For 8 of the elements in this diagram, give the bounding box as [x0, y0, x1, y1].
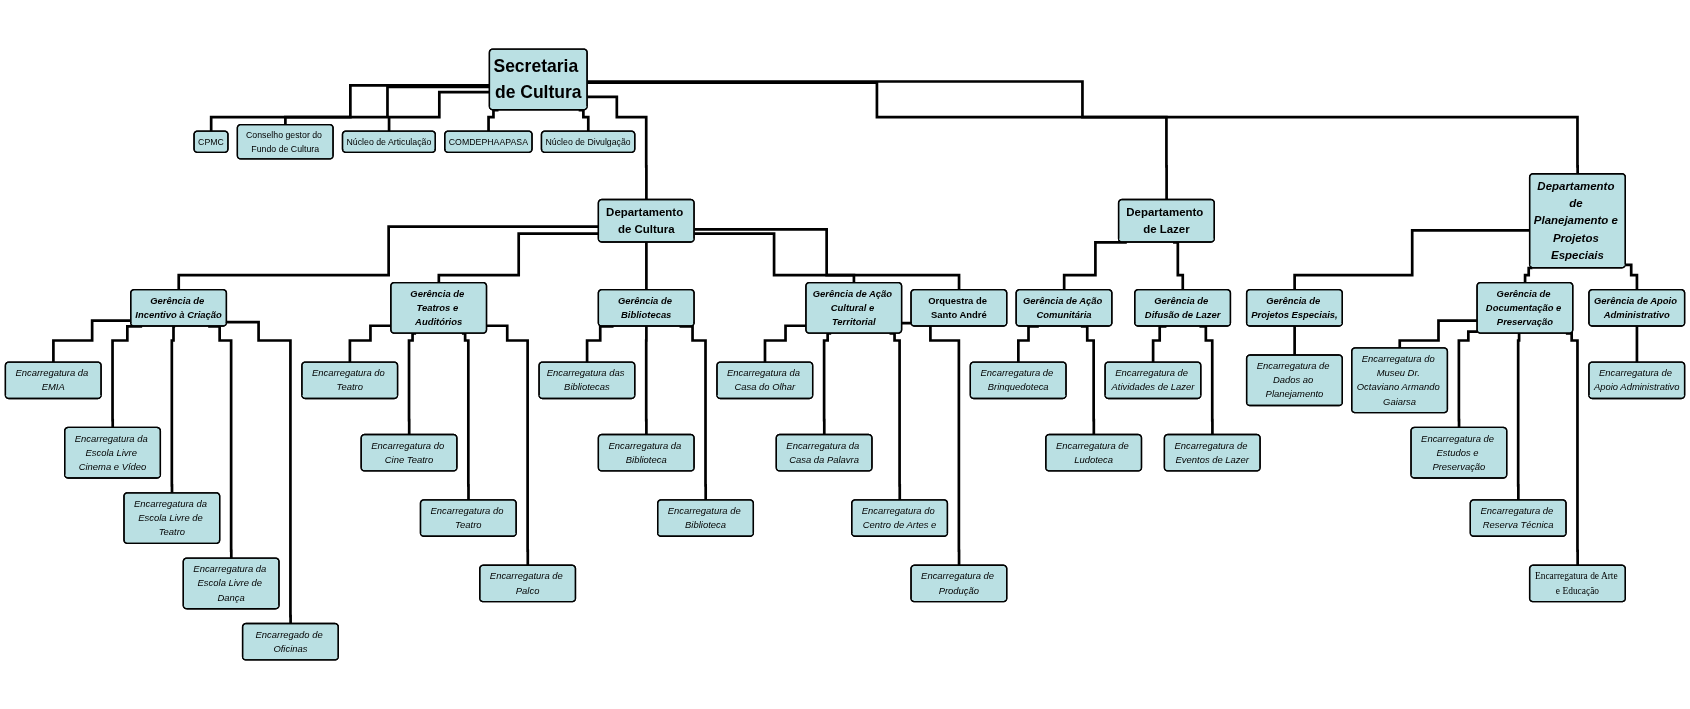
connector [387, 90, 490, 133]
connector [578, 108, 590, 133]
connector [901, 321, 961, 567]
connector [1635, 325, 1639, 364]
connector [487, 108, 499, 133]
connector [1293, 325, 1297, 357]
connector [486, 324, 530, 567]
connector [209, 84, 490, 133]
